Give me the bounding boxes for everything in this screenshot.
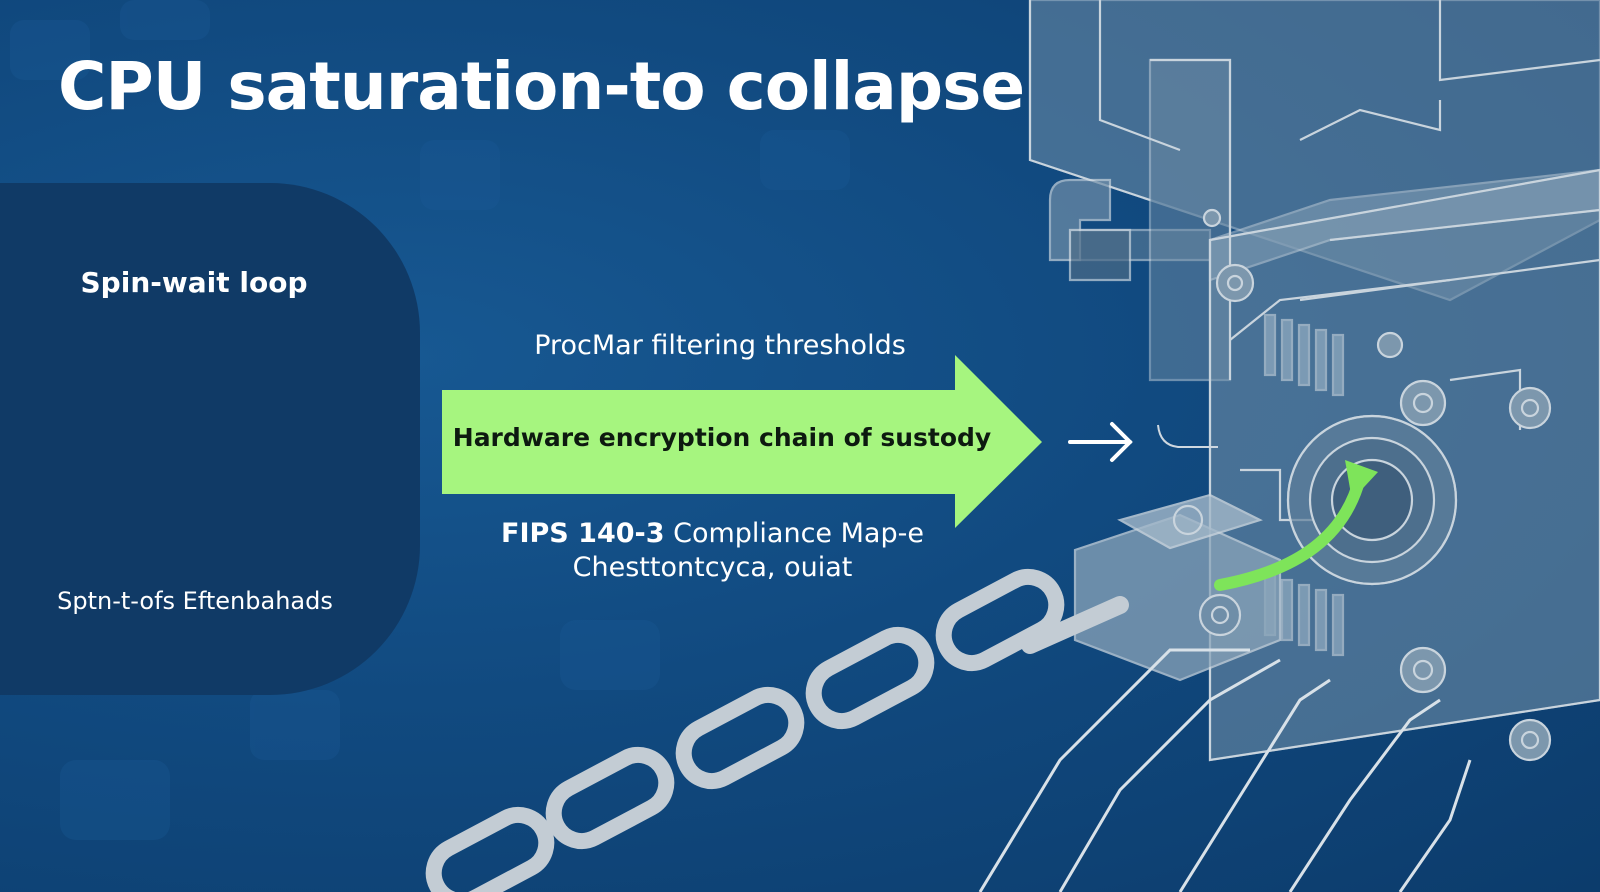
tick-mark-2 [1157,424,1218,448]
panel-heading: Spin-wait loop [80,266,308,299]
caption-bold: FIPS 140-3 [501,518,665,549]
lock-ring-icon [1286,414,1458,586]
bolt-icons [1202,208,1552,762]
caption-rest: Compliance Map-e [664,518,924,549]
clamp-block [1073,493,1282,682]
compliance-caption-line2: Chesttontcyca, ouiat [572,552,853,583]
arrow-label: Hardware encryption chain of sustody [452,423,992,452]
page-title: CPU saturation-to collapse [58,48,1025,125]
background-texture [10,0,850,840]
arrow-right-icon-2 [1068,422,1133,462]
compliance-caption: FIPS 140-3 Compliance Map-e [470,518,955,549]
left-panel [0,183,420,695]
curved-arrow-head [1345,460,1378,500]
machine-illustration [978,0,1600,892]
floor-cables [978,648,1472,892]
arrow-top-label: ProcMar filtering thresholds [534,330,906,361]
chain-icon [425,568,1129,892]
big-green-arrow [442,355,1042,528]
panel-caption: Sptn-t-ofs Eftenbahads [57,587,333,615]
